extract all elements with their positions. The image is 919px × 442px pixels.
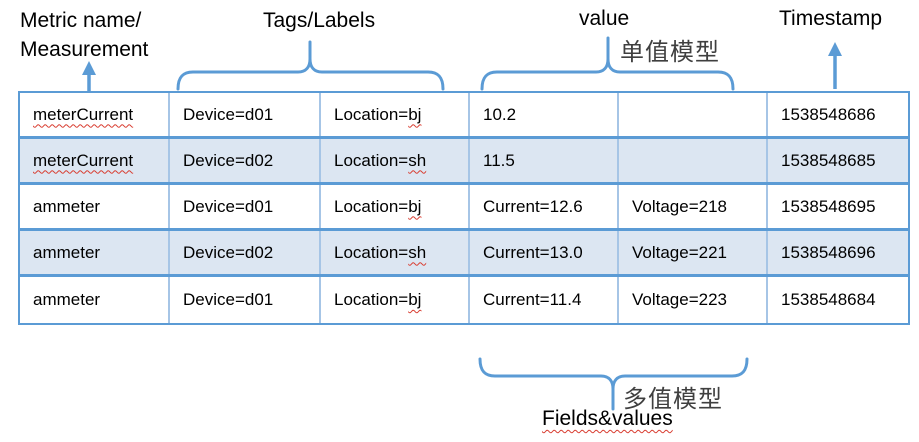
table-cell: Voltage=218: [619, 185, 768, 228]
table-cell: 1538548684: [781, 290, 876, 309]
table-cell: Device=d01: [170, 185, 321, 228]
fields-values-label: Fields&values: [542, 407, 673, 430]
table-cell: Device=d01: [170, 277, 321, 323]
table-cell: 11.5: [470, 139, 619, 182]
table-cell: 1538548695: [781, 196, 876, 216]
table-cell: Location=bj: [321, 277, 470, 323]
table-cell: Location=sh: [321, 231, 470, 274]
metric-name-line1: Metric name/: [20, 9, 142, 32]
table-cell: Voltage=223: [619, 277, 768, 323]
table-cell: Current=11.4: [470, 277, 619, 323]
metric-arrow-icon: [82, 61, 96, 95]
table-cell: Location=bj: [321, 93, 470, 136]
tags-brace-icon: [176, 40, 445, 91]
table-cell: [619, 139, 768, 182]
table-cell: [619, 93, 768, 136]
table-cell: ammeter: [20, 231, 170, 274]
table-cell: Current=12.6: [470, 185, 619, 228]
table-cell: ammeter: [20, 185, 170, 228]
table-cell: meterCurrent: [20, 93, 170, 136]
metric-name-label: Metric name/ Measurement: [20, 6, 148, 64]
metric-name-line2: Measurement: [20, 38, 149, 61]
table-cell: Location=sh: [321, 139, 470, 182]
timestamp-arrow-icon: [828, 42, 842, 89]
table-cell: Location=bj: [321, 185, 470, 228]
table-cell: Device=d02: [170, 139, 321, 182]
tags-labels-label: Tags/Labels: [263, 9, 376, 32]
table-cell: Voltage=221: [619, 231, 768, 274]
table-cell: ammeter: [20, 277, 170, 323]
table-cell: 1538548696: [781, 242, 876, 262]
table-cell: Device=d02: [170, 231, 321, 274]
timestamp-label: Timestamp: [779, 7, 883, 30]
value-label: value: [579, 7, 630, 30]
table-cell: Device=d01: [170, 93, 321, 136]
table-cell: 1538548685: [781, 150, 876, 170]
table-cell: Current=13.0: [470, 231, 619, 274]
single-value-model-label: 单值模型: [620, 39, 720, 66]
table-cell: 1538548686: [781, 104, 876, 124]
table-cell: meterCurrent: [20, 139, 170, 182]
table-cell: 10.2: [470, 93, 619, 136]
